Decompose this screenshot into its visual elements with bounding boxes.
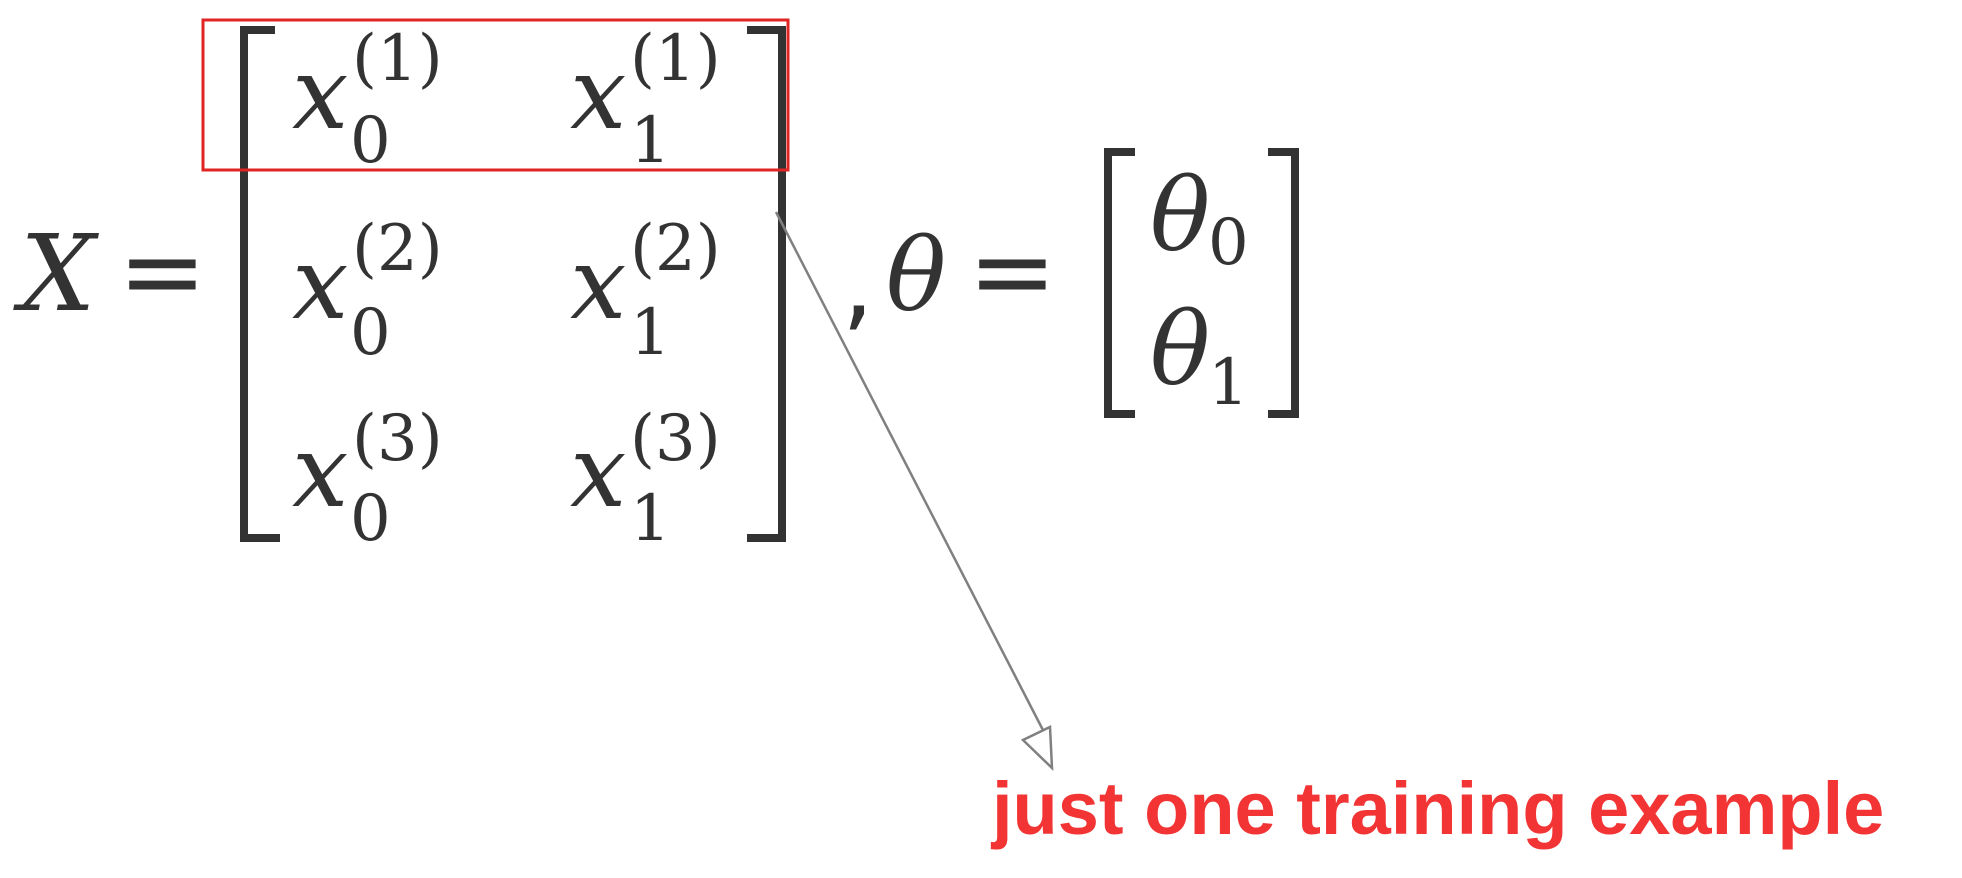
matrix-x-row-1: x (1) 0 x (1) 1 xyxy=(292,22,721,178)
subscript-index: 0 xyxy=(350,296,391,370)
equals-sign-x: = xyxy=(118,210,207,333)
training-example-highlight-box xyxy=(201,18,790,172)
superscript-index: (2) xyxy=(352,212,443,286)
subscript-index: 0 xyxy=(1208,206,1249,280)
matrix-x-row-3: x (3) 0 x (3) 1 xyxy=(292,402,721,556)
matrix-x-right-bracket xyxy=(747,26,786,542)
comma: , xyxy=(842,225,874,342)
theta-vector-right-bracket xyxy=(1268,148,1299,418)
subscript-index: 1 xyxy=(630,482,671,556)
theta-vector-left-bracket xyxy=(1104,148,1135,418)
x-base: x xyxy=(570,35,626,152)
subscript-index: 0 xyxy=(350,482,391,556)
x-base: x xyxy=(570,225,626,342)
theta-symbol: θ xyxy=(886,217,946,334)
matrix-x-left-bracket xyxy=(240,26,280,542)
subscript-index: 1 xyxy=(630,296,671,370)
theta-base: θ xyxy=(1150,291,1210,408)
subscript-index: 0 xyxy=(350,104,391,178)
superscript-index: (1) xyxy=(352,22,443,96)
annotation-label: just one training example xyxy=(990,767,1884,850)
equals-sign-theta: = xyxy=(968,210,1057,333)
x-base: x xyxy=(292,35,348,152)
superscript-index: (2) xyxy=(630,212,721,286)
matrix-x-cell-r3-c1: x (3) 1 xyxy=(570,402,721,556)
superscript-index: (1) xyxy=(630,22,721,96)
annotation-arrow-line xyxy=(774,211,1047,735)
superscript-index: (3) xyxy=(352,402,443,476)
matrix-x-symbol: X xyxy=(13,212,99,335)
x-base: x xyxy=(292,225,348,342)
theta-base: θ xyxy=(1150,157,1210,274)
subscript-index: 1 xyxy=(630,104,671,178)
matrix-x-cell-r1-c0: x (1) 0 xyxy=(292,22,443,178)
x-base: x xyxy=(570,413,626,530)
matrix-x-row-2: x (2) 0 x (2) 1 xyxy=(292,212,721,370)
x-base: x xyxy=(292,413,348,530)
matrix-x-cell-r2-c1: x (2) 1 xyxy=(570,212,721,370)
matrix-x-cell-r3-c0: x (3) 0 xyxy=(292,402,443,556)
subscript-index: 1 xyxy=(1208,346,1249,420)
matrix-x-cell-r2-c0: x (2) 0 xyxy=(292,212,443,370)
superscript-index: (3) xyxy=(630,402,721,476)
matrix-x-cell-r1-c1: x (1) 1 xyxy=(570,22,721,178)
theta-vector-entry-1: θ 1 xyxy=(1150,291,1249,420)
annotation-arrow-head xyxy=(1020,725,1054,772)
theta-vector-entry-0: θ 0 xyxy=(1150,157,1249,280)
